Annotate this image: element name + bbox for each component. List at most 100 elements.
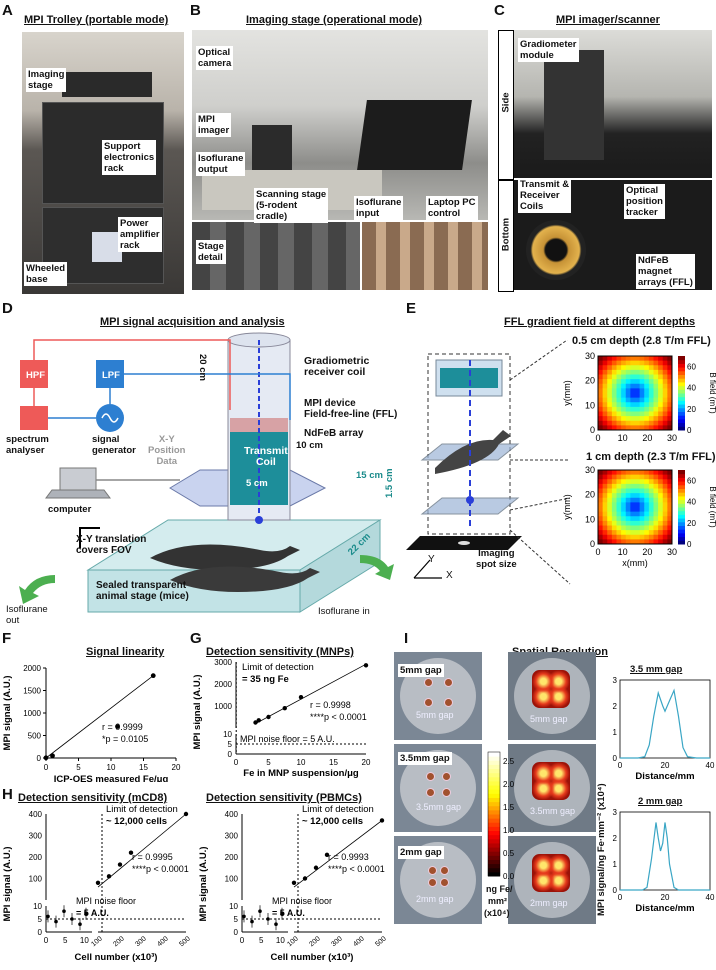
heatmap-cell xyxy=(658,425,664,431)
heatmap-cell xyxy=(653,397,659,403)
colorbar-cell xyxy=(678,418,685,424)
heatmap-xtick: 30 xyxy=(667,433,677,443)
panel-letter-h: H xyxy=(2,786,13,803)
heatmap-cell xyxy=(648,507,654,513)
heatmap-cell xyxy=(644,402,650,408)
heatmap-cell xyxy=(630,383,636,389)
x-tick-label: 0 xyxy=(618,761,623,770)
heatmap-cell xyxy=(616,411,622,417)
heatmap-cell xyxy=(635,479,641,485)
stat-p: ****p < 0.0001 xyxy=(132,864,189,874)
panel-letter-c: C xyxy=(494,2,505,19)
heatmap-cell xyxy=(607,365,613,371)
heatmap-cell xyxy=(635,365,641,371)
heatmap-cell xyxy=(639,365,645,371)
heatmap-cell xyxy=(662,530,668,536)
heatmap-cell xyxy=(644,356,650,362)
heatmap-cell xyxy=(616,388,622,394)
heatmap-cell xyxy=(648,511,654,517)
colorbar-cell xyxy=(488,789,500,794)
heatmap-cell xyxy=(602,360,608,366)
heatmap-cell xyxy=(607,488,613,494)
heatmap-cell xyxy=(616,539,622,545)
colorbar-tick: 1.0 xyxy=(503,826,515,835)
heatmap-cell xyxy=(658,383,664,389)
heatmap-cell xyxy=(630,425,636,431)
heatmap-cell xyxy=(658,507,664,513)
heatmap-cell xyxy=(616,360,622,366)
heatmap-cell xyxy=(607,493,613,499)
heatmap-cell xyxy=(630,420,636,426)
heatmap-cell xyxy=(598,520,604,526)
data-point xyxy=(363,663,369,668)
heatmap-xtick: 10 xyxy=(618,547,628,557)
heatmap-cell xyxy=(662,406,668,412)
heatmap-cell xyxy=(621,383,627,389)
label-20cm: 20 cm xyxy=(197,354,208,381)
colorbar-cell xyxy=(488,818,500,823)
colorbar-cell xyxy=(678,514,685,519)
heatmap-cell xyxy=(611,470,617,476)
colorbar-ng-fe: 0.00.51.01.52.02.5 xyxy=(487,751,515,881)
heatmap-cell xyxy=(635,516,641,522)
heatmap-cell xyxy=(630,534,636,540)
heatmap-cell xyxy=(598,474,604,480)
heatmap-cell xyxy=(658,530,664,536)
heatmap-cell xyxy=(644,379,650,385)
heatmap-cell xyxy=(621,356,627,362)
heatmap-cell xyxy=(667,420,673,426)
heatmap-cell xyxy=(621,530,627,536)
x-label: Distance/mm xyxy=(635,771,694,780)
panel-e-title: FFL gradient field at different depths xyxy=(504,316,696,328)
heatmap-cell xyxy=(598,402,604,408)
panel-a-title: MPI Trolley (portable mode) xyxy=(24,14,169,26)
heatmap-cell xyxy=(602,356,608,362)
data-point-low xyxy=(250,919,254,924)
heatmap-cell xyxy=(607,388,613,394)
colorbar-cell xyxy=(678,367,685,372)
heatmap-cell xyxy=(644,493,650,499)
heatmap-cell xyxy=(635,530,641,536)
heatmap-cell xyxy=(625,406,631,412)
heatmap-cell xyxy=(635,388,641,394)
colorbar-tick: 40 xyxy=(687,384,696,393)
heatmap-cell xyxy=(607,511,613,517)
heatmap-cell xyxy=(653,488,659,494)
heatmap-cell xyxy=(611,356,617,362)
colorbar-cell xyxy=(678,536,685,541)
heatmap-cell xyxy=(598,374,604,380)
panel-letter-f: F xyxy=(2,630,12,647)
heatmap-cell xyxy=(639,383,645,389)
label-hpf: HPF xyxy=(26,370,45,381)
heatmap-cell xyxy=(607,402,613,408)
heatmap-cell xyxy=(602,365,608,371)
heatmap-cell xyxy=(602,493,608,499)
data-point xyxy=(95,880,101,885)
heatmap-cell xyxy=(667,539,673,545)
heatmap-cell xyxy=(630,493,636,499)
heatmap-cell xyxy=(616,406,622,412)
lod-text: Limit of detection xyxy=(242,662,314,673)
heatmap-cell xyxy=(598,365,604,371)
heatmap-cell xyxy=(598,470,604,476)
colorbar-cell xyxy=(678,492,685,497)
heatmap-xtick: 20 xyxy=(642,433,652,443)
heatmap-cell xyxy=(662,388,668,394)
heatmap-cell xyxy=(658,520,664,526)
heatmap-cell xyxy=(662,507,668,513)
label-spectrum: spectrum analyser xyxy=(6,434,49,456)
heatmap-cell xyxy=(598,356,604,362)
heatmap-cell xyxy=(621,474,627,480)
heatmap-cell xyxy=(639,374,645,380)
side-label-box: Side xyxy=(498,30,514,180)
heatmap-cell xyxy=(602,539,608,545)
heatmap-cell xyxy=(658,369,664,375)
data-point-low xyxy=(84,912,88,916)
data-point-low xyxy=(46,914,50,919)
heatmap-top-title: 0.5 cm depth (2.8 T/m FFL) xyxy=(572,335,711,347)
colorbar-cell xyxy=(488,752,500,757)
heatmap-cell xyxy=(639,474,645,480)
